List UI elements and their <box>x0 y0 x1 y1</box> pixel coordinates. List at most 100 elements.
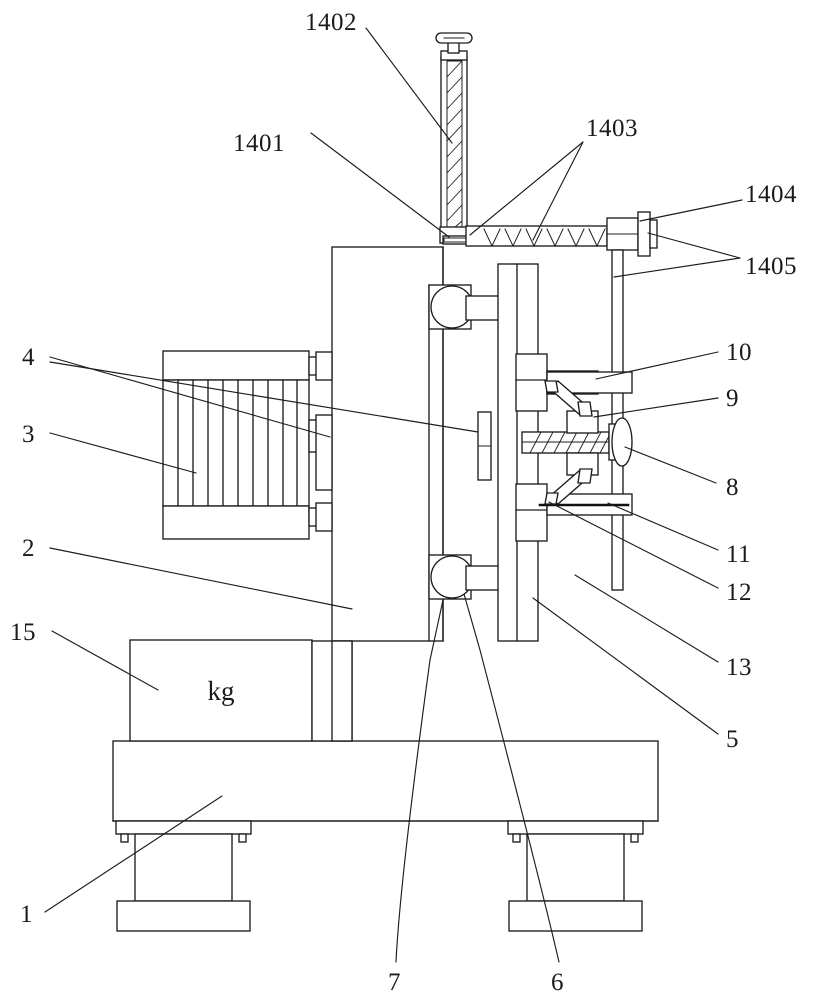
leader-5 <box>532 597 719 735</box>
right-leg-flange <box>507 820 644 835</box>
hatch-line <box>446 204 463 222</box>
hatch-line <box>446 156 463 174</box>
leader-3 <box>49 432 197 474</box>
callout-6: 6 <box>551 969 564 996</box>
leader-4-b <box>49 361 479 433</box>
leader-1401 <box>310 132 450 238</box>
leader-15 <box>51 630 159 691</box>
callout-4: 4 <box>22 344 35 371</box>
callout-1404: 1404 <box>745 181 797 208</box>
hatch-line <box>446 124 463 142</box>
vertical-lead-screw-assembly <box>435 32 473 245</box>
lower-roller-axle-arm <box>465 565 504 591</box>
callout-15: 15 <box>10 619 36 646</box>
kg-display-unit: kg <box>129 639 313 742</box>
callout-5: 5 <box>726 726 739 753</box>
hatch-line <box>446 92 463 110</box>
right-leg-foot-pad <box>508 900 643 932</box>
leader-1404 <box>639 199 743 222</box>
heat-sink-top-plate <box>162 350 310 381</box>
leader-11 <box>607 502 719 551</box>
main-column-base-skirt <box>331 640 353 742</box>
heat-sink-fin-box <box>162 379 310 507</box>
leader-1402 <box>365 27 453 144</box>
linkage-assembly <box>544 380 593 505</box>
hatch-line <box>599 435 610 454</box>
rod-end-cap[interactable] <box>637 211 651 257</box>
leader-2 <box>49 547 353 610</box>
lower-roller <box>428 554 504 600</box>
upper-roller-axle-arm <box>465 295 504 321</box>
heat-sink-bracket-bottom-pad <box>315 502 333 532</box>
leader-9 <box>593 397 719 418</box>
callout-7: 7 <box>388 969 401 996</box>
left-leg-flange <box>115 820 252 835</box>
callout-1402: 1402 <box>305 9 357 36</box>
hatch-line <box>446 108 463 126</box>
callout-3: 3 <box>22 421 35 448</box>
horizontal-rod-thread-ticks <box>483 228 606 248</box>
left-leg <box>115 820 252 932</box>
base-platform <box>112 740 659 822</box>
thread-tick <box>483 228 501 248</box>
callout-2: 2 <box>22 535 35 562</box>
callout-1: 1 <box>20 901 33 928</box>
main-vertical-column <box>311 246 492 742</box>
leader-13 <box>574 574 719 663</box>
callout-1405: 1405 <box>745 253 797 280</box>
lead-screw-nut-pad <box>443 237 467 243</box>
callout-13: 13 <box>726 654 752 681</box>
thread-tick <box>588 228 606 248</box>
base-assembly <box>112 740 659 932</box>
callout-1401: 1401 <box>233 130 285 157</box>
right-leg-flange-tab-b <box>630 833 639 843</box>
top-hand-wheel[interactable] <box>435 32 473 54</box>
leader-8 <box>624 446 717 484</box>
left-leg-column <box>134 833 233 902</box>
lower-link-arm-pin <box>544 492 559 505</box>
callout-8: 8 <box>726 474 739 501</box>
leader-12 <box>548 501 719 589</box>
upper-link-slider-pin <box>577 401 593 417</box>
leader-1403-a <box>469 141 584 236</box>
right-leg-flange-tab-a <box>512 833 521 843</box>
hatch-line <box>446 172 463 190</box>
leader-1 <box>44 795 223 913</box>
leader-1405-a <box>647 232 741 259</box>
hatch-line <box>446 76 463 94</box>
right-leg <box>507 820 644 932</box>
upper-link-pivot-pin <box>544 380 559 393</box>
leader-7 <box>395 599 444 963</box>
roller-assemblies <box>428 284 504 600</box>
left-leg-flange-tab-b <box>238 833 247 843</box>
callout-1403: 1403 <box>586 115 638 142</box>
callout-labels: 1402 1401 1403 1404 1405 4 3 2 15 10 9 8… <box>10 9 797 996</box>
thread-tick <box>504 228 522 248</box>
heat-sink-bottom-plate <box>162 505 310 540</box>
leader-4-a <box>49 356 331 438</box>
upper-roller <box>428 284 504 330</box>
leader-10 <box>595 351 719 380</box>
hatch-line <box>446 188 463 206</box>
left-leg-flange-tab-a <box>120 833 129 843</box>
thread-tick <box>525 228 543 248</box>
lower-clamp-bolt-head <box>515 483 548 542</box>
callout-9: 9 <box>726 385 739 412</box>
callout-10: 10 <box>726 339 752 366</box>
center-threaded-shaft-assembly <box>521 417 633 467</box>
main-column-upper <box>331 246 444 642</box>
callout-12: 12 <box>726 579 752 606</box>
kg-display-text: kg <box>208 676 235 706</box>
kg-display-body <box>129 639 313 742</box>
leader-6 <box>463 593 560 963</box>
thread-tick <box>546 228 564 248</box>
heat-sink-fins <box>177 379 298 507</box>
finned-heat-exchanger <box>162 350 333 540</box>
hatch-line <box>446 60 463 78</box>
lower-link-slider-pin <box>577 468 593 484</box>
hatch-line <box>446 140 463 158</box>
heat-sink-bracket-top-pad <box>315 351 333 381</box>
adjust-knob[interactable] <box>611 417 633 467</box>
